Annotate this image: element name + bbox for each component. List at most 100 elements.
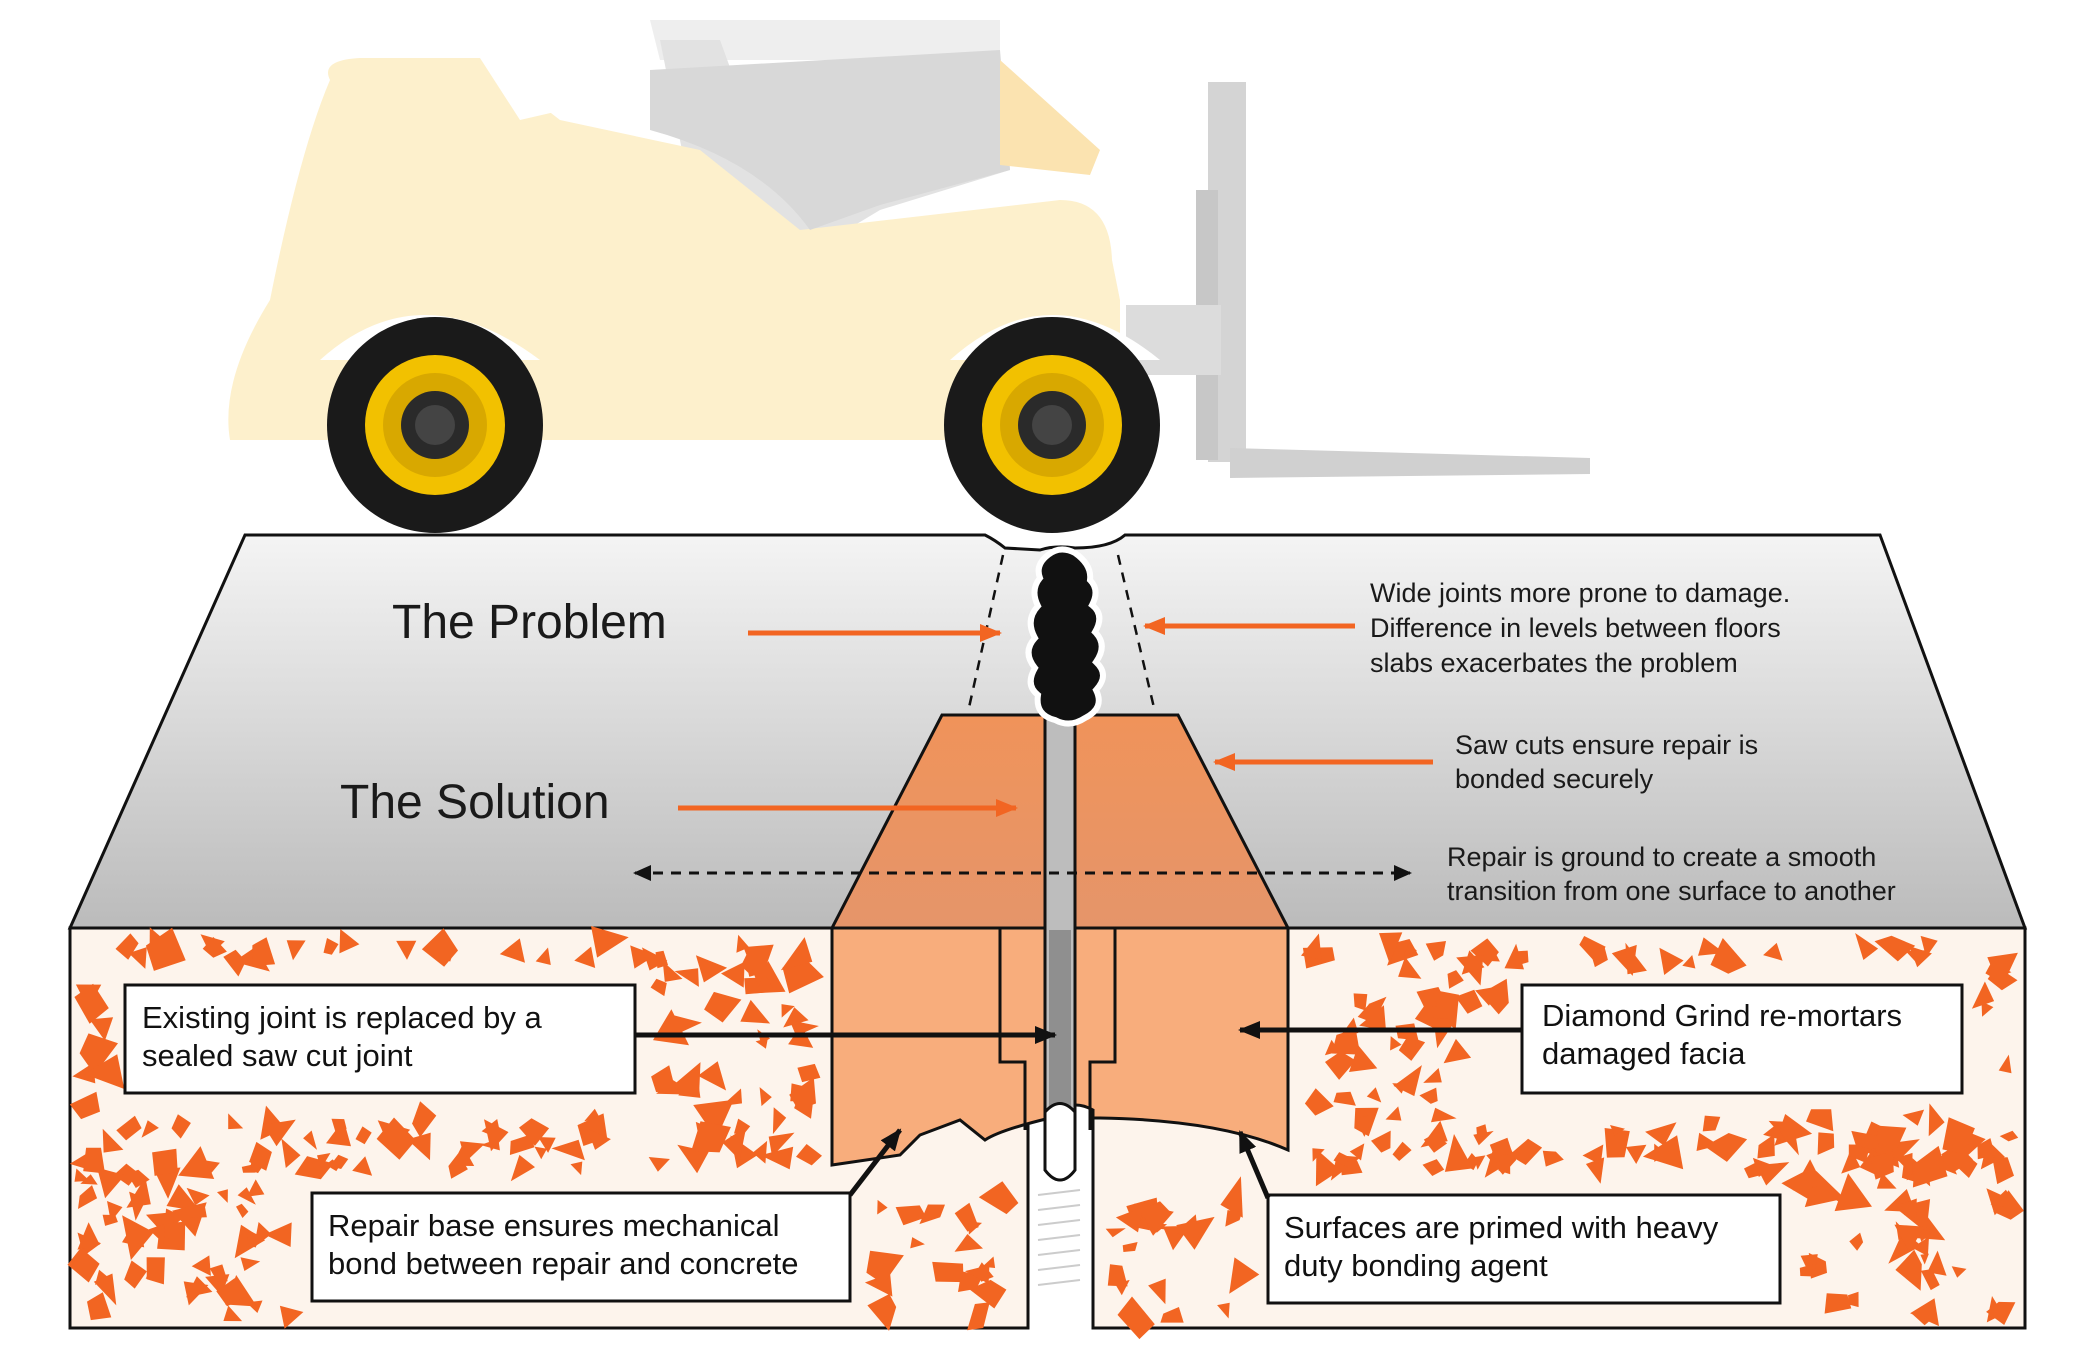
aggregate-fragment — [1325, 1051, 1356, 1080]
aggregate-fragment — [166, 1184, 201, 1212]
aggregate-fragment — [535, 947, 551, 965]
aggregate-fragment — [1799, 1264, 1813, 1277]
aggregate-fragment — [551, 1139, 585, 1161]
aggregate-fragment — [650, 978, 667, 997]
aggregate-fragment — [1757, 1134, 1775, 1159]
box-repair-base: Repair base ensures mechanical bond betw… — [310, 1191, 852, 1303]
aggregate-fragment — [152, 1148, 178, 1176]
aggregate-fragment — [519, 1118, 550, 1146]
aggregate-fragment — [191, 1255, 211, 1276]
aggregate-fragment — [1848, 1291, 1859, 1308]
aggregate-fragment — [1107, 1264, 1128, 1287]
aggregate-fragment — [1393, 1065, 1422, 1097]
aggregate-fragment — [97, 1167, 125, 1199]
aggregate-fragment — [587, 1128, 611, 1150]
aggregate-fragment — [1682, 955, 1696, 969]
concrete-aggregate — [67, 926, 2024, 1340]
aggregate-fragment — [78, 1185, 98, 1209]
aggregate-fragment — [1371, 1130, 1391, 1153]
aggregate-fragment — [1998, 1054, 2012, 1074]
aggregate-fragment — [1920, 1269, 1940, 1291]
aggregate-fragment — [1444, 1134, 1473, 1172]
aggregate-fragment — [691, 1121, 731, 1153]
aggregate-fragment — [1763, 1124, 1786, 1141]
aggregate-fragment — [376, 1117, 416, 1160]
aggregate-fragment — [510, 1154, 535, 1182]
aggregate-fragment — [1117, 1296, 1155, 1340]
aggregate-fragment — [241, 1164, 256, 1173]
aggregate-fragment — [867, 1294, 897, 1331]
aggregate-fragment — [1911, 1305, 1934, 1326]
aggregate-fragment — [1971, 981, 1995, 1009]
aggregate-fragment — [1610, 1125, 1625, 1136]
aggregate-fragment — [1509, 1138, 1543, 1165]
aggregate-fragment — [83, 1147, 105, 1174]
box-diamond-grind: Diamond Grind re-mortars damaged facia — [1520, 983, 1964, 1095]
aggregate-fragment — [693, 1099, 734, 1139]
aggregate-fragment — [744, 977, 775, 995]
aggregate-fragment — [253, 1222, 272, 1248]
aggregate-fragment — [74, 1168, 90, 1182]
aggregate-fragment — [93, 1273, 117, 1306]
aggregate-fragment — [1160, 1307, 1184, 1323]
aggregate-fragment — [674, 968, 699, 987]
aggregate-fragment — [124, 1260, 147, 1289]
aggregate-fragment — [674, 1015, 702, 1033]
aggregate-fragment — [1625, 1144, 1647, 1164]
aggregate-fragment — [895, 1205, 927, 1226]
aggregate-fragment — [1425, 941, 1446, 961]
aggregate-fragment — [1542, 1150, 1564, 1167]
aggregate-fragment — [172, 1202, 207, 1237]
aggregate-fragment — [877, 1199, 888, 1215]
aggregate-fragment — [721, 961, 745, 988]
aggregate-fragment — [1398, 956, 1422, 979]
aggregate-fragment — [1366, 1087, 1382, 1103]
aggregate-fragment — [1476, 1124, 1488, 1138]
aggregate-fragment — [591, 926, 629, 958]
aggregate-fragment — [695, 955, 728, 983]
aggregate-fragment — [1423, 1133, 1448, 1153]
aggregate-fragment — [1148, 1278, 1166, 1305]
aggregate-fragment — [1349, 1143, 1365, 1161]
aggregate-fragment — [722, 1126, 747, 1160]
aggregate-fragment — [279, 1305, 304, 1329]
aggregate-fragment — [1800, 1254, 1818, 1271]
aggregate-fragment — [129, 1191, 147, 1221]
saw-cut-step — [998, 928, 1117, 1130]
aggregate-fragment — [128, 947, 147, 969]
aggregate-fragment — [1312, 1148, 1325, 1162]
aggregate-fragment — [1105, 1228, 1126, 1238]
aggregate-fragment — [1848, 1144, 1871, 1163]
aggregate-fragment — [1781, 1169, 1818, 1205]
aggregate-fragment — [1977, 1138, 1995, 1160]
aggregate-fragment — [797, 1063, 821, 1083]
aggregate-fragment — [1149, 1201, 1170, 1221]
aggregate-fragment — [1368, 996, 1387, 1017]
aggregate-fragment — [1999, 1130, 2019, 1142]
front-wheel — [944, 317, 1160, 533]
aggregate-fragment — [954, 1234, 983, 1252]
aggregate-fragment — [1806, 1109, 1834, 1132]
existing-joint-gap — [1037, 1189, 1081, 1286]
aggregate-fragment — [1588, 946, 1608, 968]
aggregate-fragment — [77, 1222, 100, 1250]
aggregate-fragment — [1927, 1250, 1947, 1276]
aggregate-fragment — [734, 1118, 751, 1135]
aggregate-fragment — [740, 999, 771, 1024]
aggregate-fragment — [1744, 1161, 1763, 1179]
aggregate-fragment — [1220, 1176, 1243, 1218]
aggregate-fragment — [237, 1187, 256, 1205]
aggregate-fragment — [1824, 1293, 1852, 1314]
aggregate-fragment — [87, 1292, 112, 1321]
aggregate-fragment — [236, 1203, 249, 1218]
aggregate-fragment — [484, 1119, 509, 1152]
aggregate-fragment — [217, 1189, 228, 1203]
aggregate-fragment — [1912, 1145, 1948, 1188]
aggregate-fragment — [264, 1222, 292, 1247]
aggregate-fragment — [200, 934, 225, 955]
aggregate-fragment — [641, 947, 668, 971]
aggregate-fragment — [352, 1156, 373, 1176]
aggregate-fragment — [154, 1167, 181, 1199]
aggregate-fragment — [339, 929, 360, 954]
aggregate-fragment — [1423, 1068, 1442, 1083]
